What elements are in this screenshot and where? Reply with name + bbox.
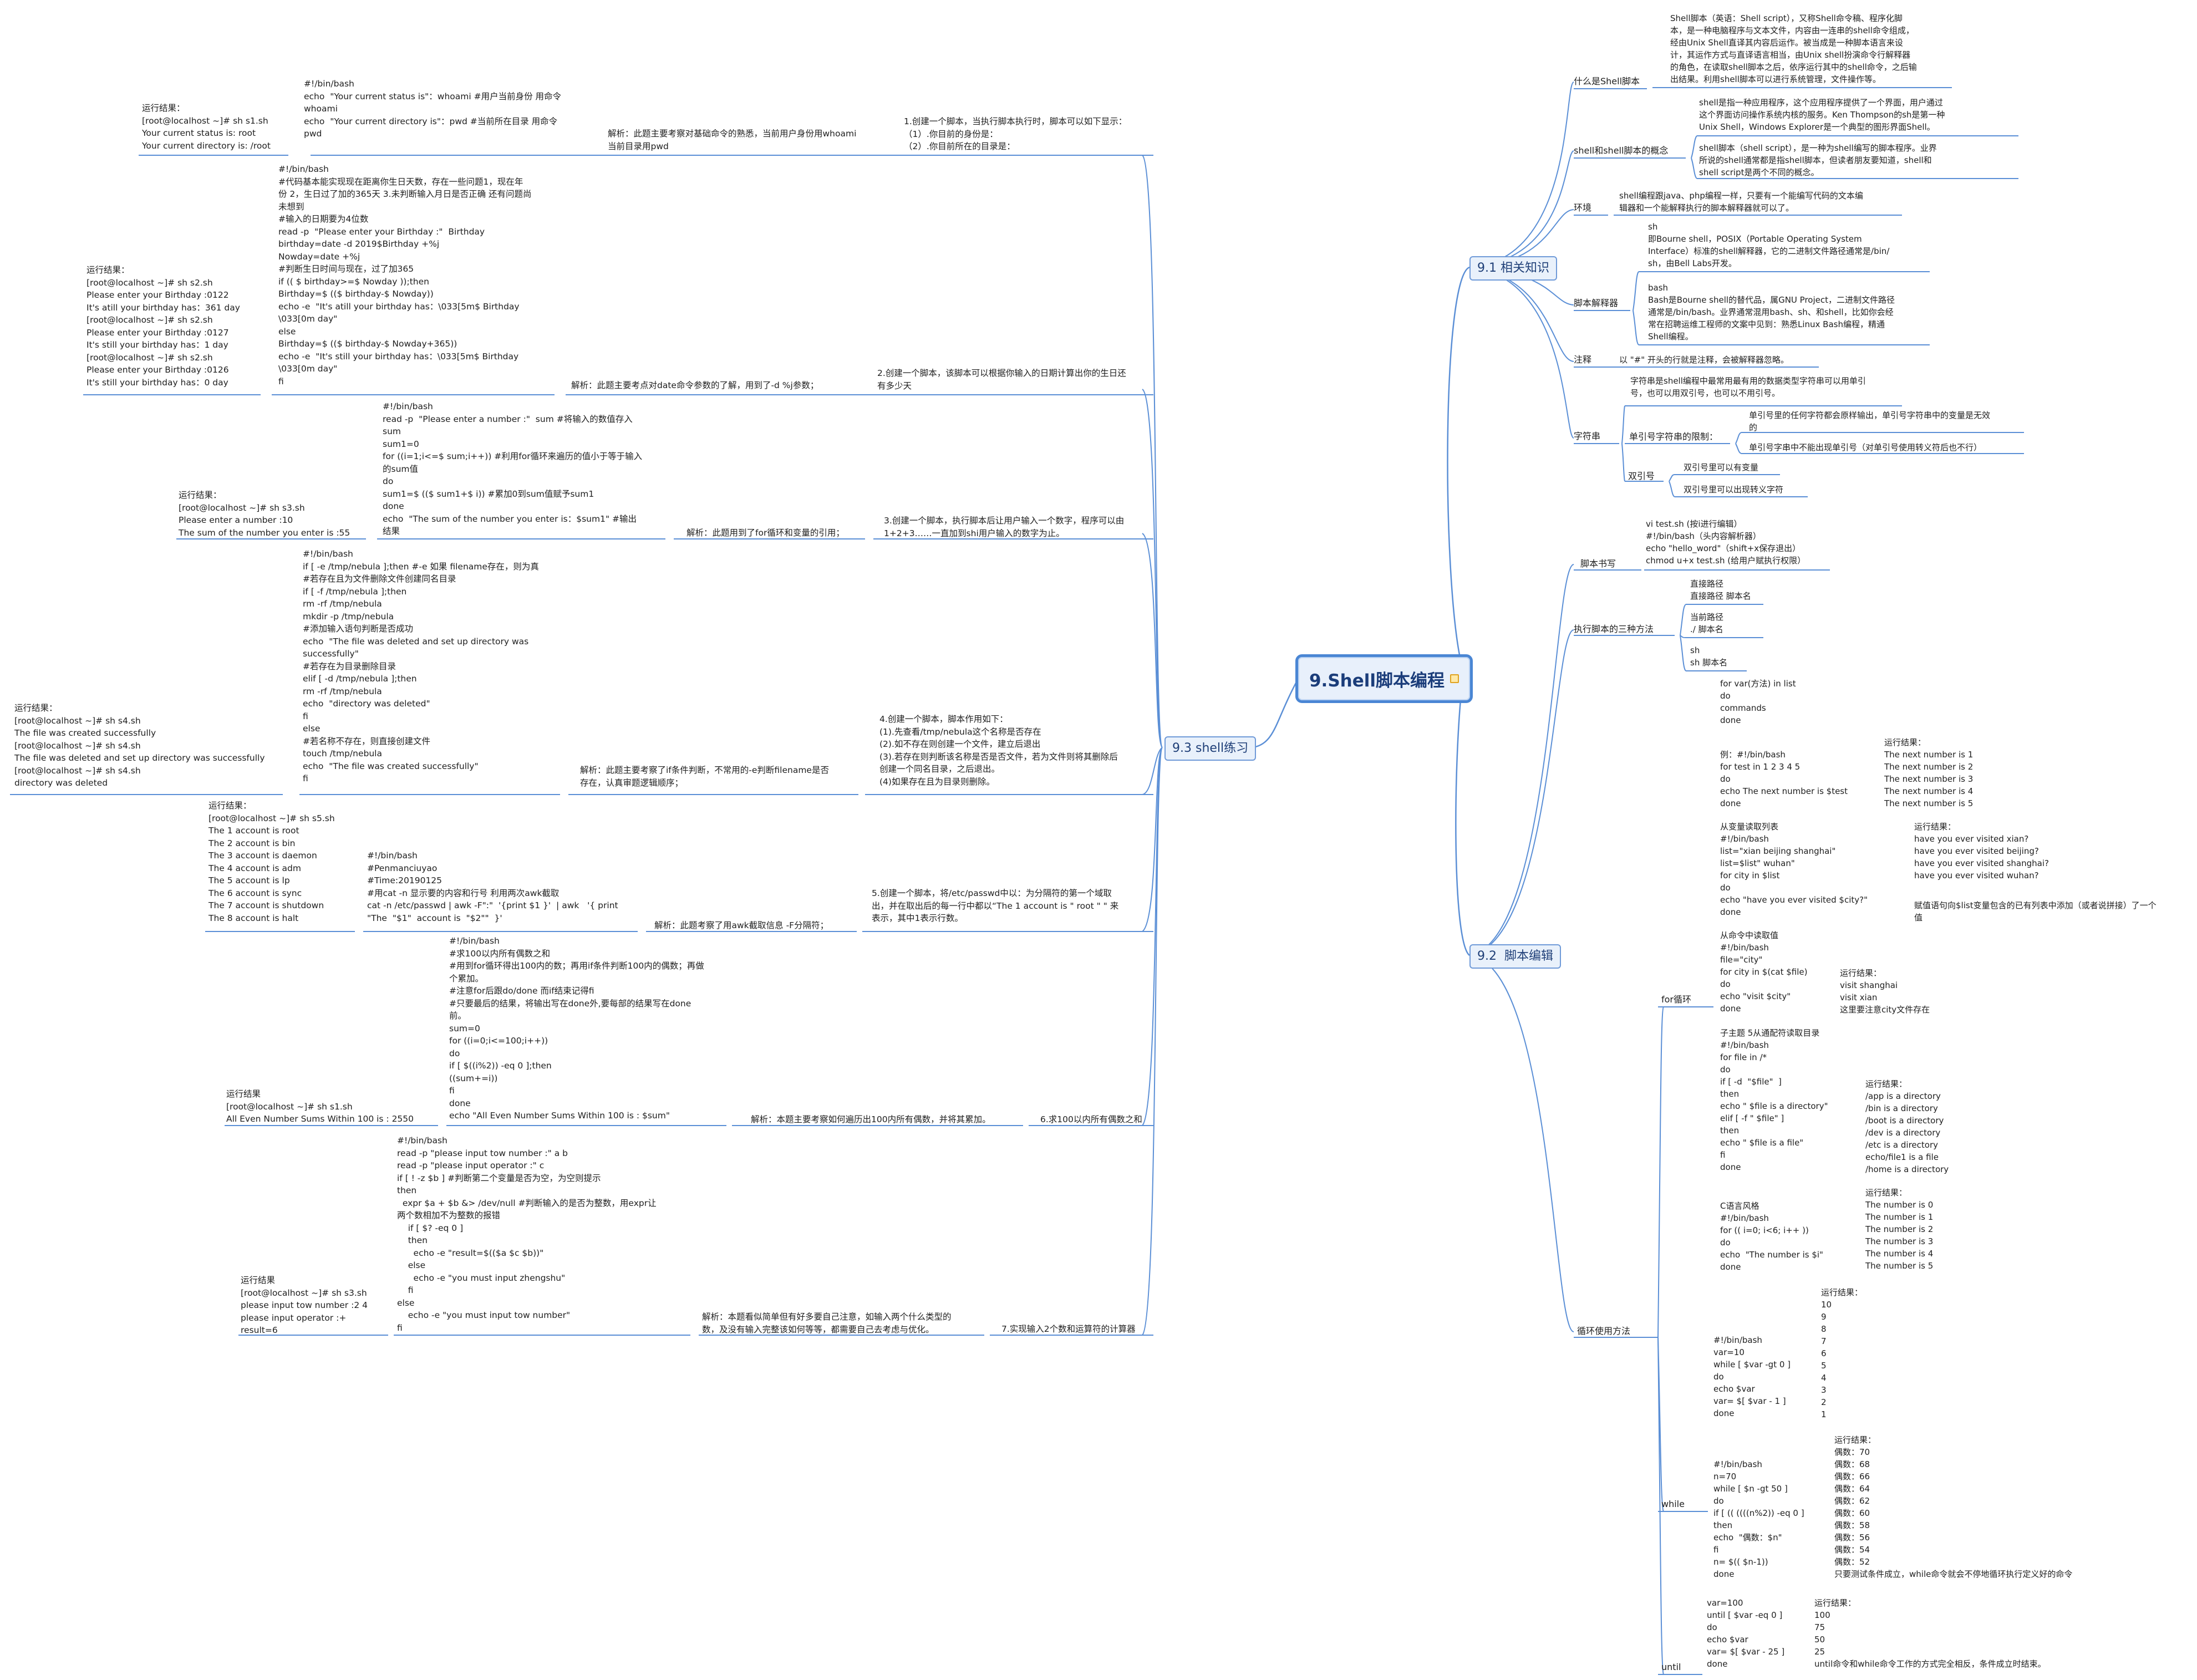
node-for-ex3-result: 运行结果： visit shanghai visit xian 这里要注意cit… [1840, 968, 1930, 1015]
task2-analysis: 解析：此题主要考点对date命令参数的了解，用到了-d %j参数； [571, 380, 819, 390]
node-double-quote-2: 双引号里可以出现转义字符 [1684, 485, 1784, 495]
task6-result: 运行结果 [root@localhost ~]# sh s1.sh All Ev… [226, 1089, 414, 1124]
node-single-quote-1: 单引号里的任何字符都会原样输出，单引号字符串中的变量是无效 的 [1749, 410, 1991, 432]
branch-9-1[interactable]: 9.1 相关知识 [1469, 256, 1557, 281]
node-while-loop[interactable]: while [1661, 1499, 1685, 1509]
node-for-ex5-result: 运行结果： The number is 0 The number is 1 Th… [1865, 1188, 1934, 1271]
task5-result: 运行结果： [root@localhost ~]# sh s5.sh The 1… [208, 801, 335, 923]
node-for-loop[interactable]: for循环 [1661, 994, 1692, 1005]
task5-question[interactable]: 5.创建一个脚本，将/etc/passwd中以：为分隔符的第一个域取 出，并在取… [872, 888, 1119, 923]
task4-analysis: 解析：此题主要考察了if条件判断，不常用的-e判断filename是否 存在，认… [580, 765, 829, 788]
node-double-quote-1: 双引号里可以有变量 [1684, 462, 1759, 472]
node-single-quote[interactable]: 单引号字符串的限制： [1629, 431, 1718, 442]
task1-result: 运行结果： [root@localhost ~]# sh s1.sh Your … [142, 103, 271, 151]
node-for-ex2-note: 赋值语句向$list变量包含的已有列表中添加（或者说拼接）了一个 值 [1914, 900, 2157, 923]
task1-question[interactable]: 1.创建一个脚本，当执行脚本执行时，脚本可以如下显示： （1）.你目前的身份是：… [904, 116, 1127, 151]
task5-analysis: 解析：此题考察了用awk截取信息 -F分隔符； [654, 920, 829, 930]
task6-analysis: 解析：本题主要考察如何遍历出100内所有偶数，并将其累加。 [751, 1114, 991, 1124]
node-environment[interactable]: 环境 [1574, 202, 1592, 213]
node-script-writing-text: vi test.sh (按i进行编辑） #!/bin/bash（头内容解析器） … [1646, 519, 1806, 566]
node-for-ex4: 子主题 5从通配符读取目录 #!/bin/bash for file in /*… [1720, 1028, 1828, 1172]
task1-analysis: 解析：此题主要考察对基础命令的熟悉，当前用户身份用whoami 当前目录用pwd [608, 129, 857, 151]
node-shell-concept-2: shell脚本（shell script），是一种为shell编写的脚本程序。业… [1699, 143, 1937, 177]
task7-result: 运行结果 [root@localhost ~]# sh s3.sh please… [241, 1275, 368, 1335]
node-comment[interactable]: 注释 [1574, 354, 1592, 365]
task2-question[interactable]: 2.创建一个脚本，该脚本可以根据你输入的日期计算出你的生日还 有多少天 [877, 368, 1126, 391]
node-single-quote-2: 单引号字串中不能出现单引号（对单引号使用转义符后也不行） [1749, 442, 1982, 452]
task3-code: #!/bin/bash read -p "Please enter a numb… [383, 401, 643, 536]
node-exec-1: 直接路径 直接路径 脚本名 [1690, 579, 1751, 601]
node-double-quote[interactable]: 双引号 [1628, 471, 1655, 481]
task6-code: #!/bin/bash #求100以内所有偶数之和 #用到for循环得出100内… [449, 936, 704, 1121]
node-what-is-shell[interactable]: 什么是Shell脚本 [1574, 76, 1640, 86]
node-while-ex1-result: 运行结果： 10 9 8 7 6 5 4 3 2 1 [1821, 1287, 1863, 1419]
note-icon[interactable] [1450, 674, 1459, 683]
node-for-ex1-result: 运行结果： The next number is 1 The next numb… [1884, 737, 1974, 808]
task3-result: 运行结果： [root@localhost ~]# sh s3.sh Pleas… [179, 490, 350, 538]
node-for-ex4-result: 运行结果： /app is a directory /bin is a dire… [1865, 1079, 1949, 1174]
task3-analysis: 解析：此题用到了for循环和变量的引用； [686, 528, 845, 538]
node-exec-methods[interactable]: 执行脚本的三种方法 [1574, 624, 1654, 634]
node-while-ex2: #!/bin/bash n=70 while [ $n -gt 50 ] do … [1713, 1459, 1804, 1579]
node-comment-text: 以 "#" 开头的行就是注释，会被解释器忽略。 [1619, 355, 1789, 365]
task7-analysis: 解析：本题看似简单但有好多要自己注意，如输入两个什么类型的 数，及没有输入完整该… [702, 1312, 952, 1335]
node-interpreter[interactable]: 脚本解释器 [1574, 298, 1619, 308]
root-title: 9.Shell脚本编程 [1309, 670, 1445, 691]
task7-code: #!/bin/bash read -p "please input tow nu… [397, 1136, 657, 1333]
node-for-ex5: C语言风格 #!/bin/bash for (( i=0; i<6; i++ )… [1720, 1201, 1823, 1272]
node-script-writing[interactable]: 脚本书写 [1580, 558, 1616, 569]
node-exec-2: 当前路径 ./ 脚本名 [1690, 612, 1724, 634]
task1-code: #!/bin/bash echo "Your current status is… [304, 79, 562, 139]
node-for-ex3: 从命令中读取值 #!/bin/bash file="city" for city… [1720, 930, 1808, 1014]
node-for-ex2-result: 运行结果： have you ever visited xian? have y… [1914, 822, 2049, 880]
task5-code: #!/bin/bash #Penmanciuyao #Time:20190125… [367, 851, 618, 923]
task4-code: #!/bin/bash if [ -e /tmp/nebula ];then #… [303, 549, 539, 783]
node-interpreter-sh: sh 即Bourne shell，POSIX（Portable Operatin… [1648, 222, 1890, 268]
task2-result: 运行结果： [root@localhost ~]# sh s2.sh Pleas… [87, 265, 240, 388]
node-for-ex2: 从变量读取列表 #!/bin/bash list="xian beijing s… [1720, 822, 1868, 917]
branch-9-3[interactable]: 9.3 shell练习 [1164, 736, 1257, 761]
node-until-loop[interactable]: until [1661, 1662, 1681, 1672]
node-until-ex: var=100 until [ $var -eq 0 ] do echo $va… [1707, 1598, 1785, 1669]
node-exec-3: sh sh 脚本名 [1690, 645, 1728, 668]
task2-code: #!/bin/bash #代码基本能实现现在距离你生日天数，存在一些问题1，现在… [278, 164, 532, 386]
root-topic[interactable]: 9.Shell脚本编程 [1295, 654, 1473, 703]
node-loop-usage[interactable]: 循环使用方法 [1577, 1326, 1631, 1336]
node-while-ex1: #!/bin/bash var=10 while [ $var -gt 0 ] … [1713, 1335, 1791, 1418]
task4-result: 运行结果： [root@localhost ~]# sh s4.sh The f… [14, 703, 265, 788]
task4-question[interactable]: 4.创建一个脚本，脚本作用如下： (1).先查看/tmp/nebula这个名称是… [879, 714, 1118, 787]
node-shell-concept-1: shell是指一种应用程序，这个应用程序提供了一个界面，用户通过 这个界面访问操… [1699, 98, 1945, 132]
node-shell-concept[interactable]: shell和shell脚本的概念 [1574, 145, 1669, 156]
branch-9-2[interactable]: 9.2 脚本编辑 [1469, 944, 1561, 969]
node-what-is-shell-text: Shell脚本（英语：Shell script），又称Shell命令稿、程序化脚… [1670, 13, 1917, 84]
node-until-result: 运行结果： 100 75 50 25 until命令和while命令工作的方式完… [1814, 1598, 2046, 1669]
node-string[interactable]: 字符串 [1574, 431, 1601, 441]
node-string-text: 字符串是shell编程中最常用最有用的数据类型字符串可以用单引 号，也可以用双引… [1630, 376, 1866, 398]
node-interpreter-bash: bash Bash是Bourne shell的替代品，属GNU Project，… [1648, 283, 1895, 342]
node-for-syntax: for var(方法) in list do commands done [1720, 679, 1796, 725]
task6-question[interactable]: 6.求100以内所有偶数之和 [1040, 1114, 1142, 1124]
node-for-ex1: 例：#!/bin/bash for test in 1 2 3 4 5 do e… [1720, 750, 1848, 808]
node-while-ex2-result: 运行结果： 偶数：70 偶数：68 偶数：66 偶数：64 偶数：62 偶数：6… [1834, 1435, 2073, 1579]
node-environment-text: shell编程跟java、php编程一样，只要有一个能编写代码的文本编 辑器和一… [1619, 191, 1863, 213]
task3-question[interactable]: 3.创建一个脚本，执行脚本后让用户输入一个数字，程序可以由 1+2+3……一直加… [884, 516, 1125, 538]
task7-question[interactable]: 7.实现输入2个数和运算符的计算器 [1001, 1324, 1136, 1334]
